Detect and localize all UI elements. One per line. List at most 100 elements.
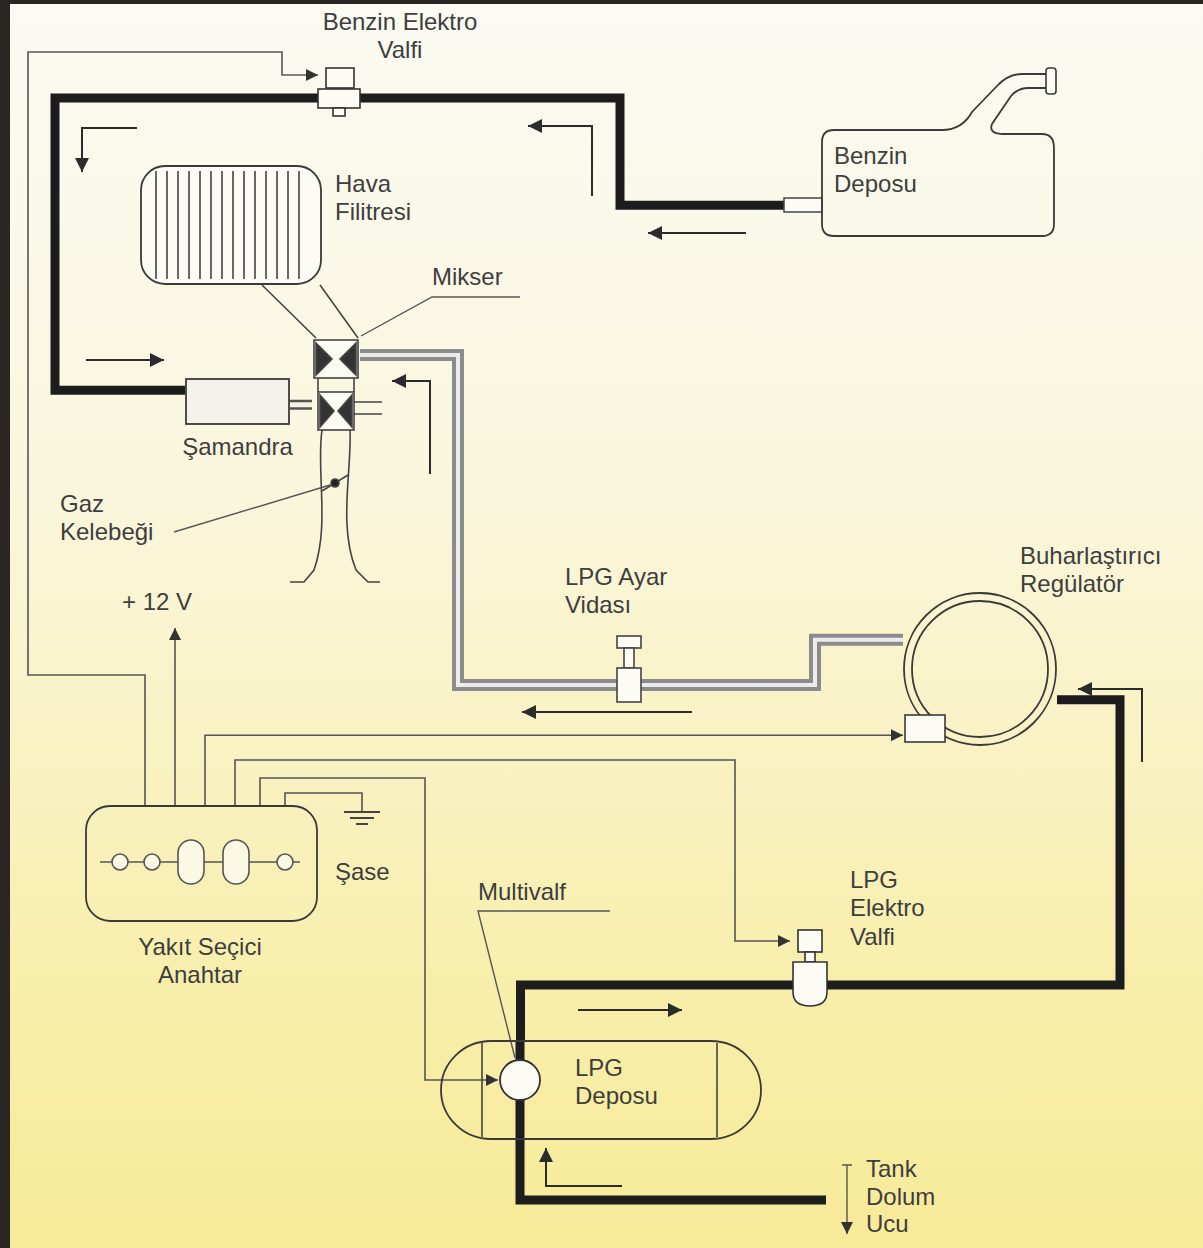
lpg-liquid-pipe-stroke bbox=[521, 700, 1121, 1040]
mixer-outline bbox=[312, 338, 360, 432]
petrol-electro-valve-part bbox=[318, 89, 360, 108]
text-holder: Şase bbox=[335, 858, 405, 886]
control-wire-stroke bbox=[205, 735, 903, 805]
petrol-feed-pipe-stroke bbox=[290, 402, 312, 407]
ground-label: Şase bbox=[335, 858, 405, 886]
carburettor-part bbox=[290, 430, 322, 582]
float-chamber-outline-part bbox=[186, 379, 289, 424]
adjusting-screw bbox=[617, 636, 641, 702]
air-filter-outline-part bbox=[298, 171, 300, 279]
air-filter-outline-part bbox=[254, 171, 256, 279]
mixer: Mikser bbox=[312, 338, 360, 432]
flow-arrows-part bbox=[1078, 689, 1142, 762]
petrol-pipe bbox=[55, 98, 822, 390]
air-filter-outline-part bbox=[265, 171, 267, 279]
switch-contacts-part bbox=[144, 854, 160, 870]
fuel-tank-outline-part bbox=[822, 74, 1054, 236]
vaporizer-regulator-outline-part bbox=[905, 715, 945, 742]
air-filter-outline-part bbox=[232, 171, 234, 279]
text-holder: Benzin Deposu bbox=[834, 142, 944, 199]
petrol-electro-valve bbox=[318, 68, 360, 116]
text-holder: Benzin Elektro Valfi bbox=[315, 8, 485, 65]
text-holder: Multivalf bbox=[478, 878, 588, 906]
carburettor-part bbox=[318, 378, 354, 392]
flow-arrows-part bbox=[82, 128, 137, 172]
text-holder: Şamandra bbox=[165, 433, 310, 461]
carburettor-part bbox=[320, 395, 352, 427]
lpg-electro-valve-part bbox=[793, 962, 827, 1006]
ground-symbol bbox=[344, 812, 380, 824]
electric-wires-part bbox=[235, 760, 790, 941]
air-filter-outline-part bbox=[221, 171, 223, 279]
switch-contacts bbox=[100, 840, 300, 884]
electric-wires bbox=[28, 52, 790, 1080]
carburettor-part bbox=[322, 475, 348, 491]
petrol-pipe-stroke bbox=[55, 98, 822, 390]
flow-arrows bbox=[82, 126, 1142, 1186]
electric-wires-part bbox=[174, 628, 176, 805]
ground-symbol-part bbox=[344, 812, 380, 824]
fuel-tank-outline-part bbox=[1046, 68, 1056, 94]
fuel-selector-switch: Yakıt Seçici Anahtar bbox=[85, 805, 318, 922]
pipes-and-wires bbox=[55, 98, 1120, 1040]
text-holder: LPG Elektro Valfi bbox=[850, 866, 950, 951]
lpg-tank: LPG Deposu bbox=[440, 1040, 762, 1140]
text-holder: LPG Deposu bbox=[575, 1054, 675, 1111]
lpg-gas-pipe-stroke bbox=[360, 355, 903, 685]
carburettor-part bbox=[314, 340, 358, 378]
tank-outlet bbox=[784, 198, 822, 212]
air-filter-outline-part bbox=[287, 171, 289, 279]
carburettor-part bbox=[262, 285, 358, 338]
air-filter-outline-part bbox=[155, 171, 157, 279]
leader-lines-part bbox=[478, 911, 610, 1058]
component-label: Buharlaştırıcı Regülatör bbox=[1020, 542, 1203, 599]
petrol-feed-pipe-stroke bbox=[290, 400, 312, 410]
voltage-label: + 12 V bbox=[122, 588, 217, 616]
switch-contacts-part bbox=[277, 854, 293, 870]
switch-contacts-part bbox=[178, 840, 204, 884]
float-chamber-outline bbox=[185, 378, 290, 425]
adjusting-screw-part bbox=[624, 648, 634, 668]
flow-arrows-part bbox=[546, 1148, 622, 1186]
component-label: Şamandra bbox=[165, 433, 310, 461]
photo-frame bbox=[0, 0, 1203, 4]
air-filter-outline-part bbox=[166, 171, 168, 279]
flow-arrows-part bbox=[528, 126, 592, 196]
petrol-electro-valve-part bbox=[326, 68, 354, 88]
leader-lines-part bbox=[174, 485, 330, 532]
switch-contacts-part bbox=[112, 854, 128, 870]
text-holder: Mikser bbox=[432, 263, 532, 291]
air-filter-outline-part bbox=[188, 171, 190, 279]
carburettor-part bbox=[318, 392, 354, 430]
flow-arrows-part bbox=[522, 711, 692, 713]
flow-arrows-part bbox=[392, 381, 430, 474]
fuel-selector-switch-outline bbox=[85, 805, 318, 922]
air-filter-outline-part bbox=[141, 166, 321, 284]
adjusting-screw-part bbox=[617, 668, 641, 702]
air-filter-outline-part bbox=[276, 171, 278, 279]
air-filter-outline bbox=[140, 165, 322, 285]
lpg-electro-valve bbox=[793, 930, 827, 1006]
component-label: Mikser bbox=[432, 263, 532, 291]
petrol-feed-pipe bbox=[290, 404, 312, 405]
vaporizer-regulator-outline bbox=[903, 592, 1057, 746]
part-label: LPG Ayar Vidası bbox=[565, 563, 725, 620]
text-holder: + 12 V bbox=[122, 588, 217, 616]
switch-contacts-part bbox=[223, 840, 249, 884]
multivalve bbox=[500, 1060, 540, 1100]
photo-frame bbox=[0, 0, 10, 1248]
component-label: Benzin Deposu bbox=[834, 142, 944, 199]
carburettor-part bbox=[354, 402, 382, 414]
carburettor-part bbox=[347, 430, 380, 582]
float-chamber: Şamandra bbox=[185, 378, 290, 425]
valve-label: Benzin Elektro Valfi bbox=[315, 8, 485, 65]
text-holder: Hava Filitresi bbox=[335, 170, 445, 227]
lpg-liquid-pipe bbox=[521, 700, 1121, 1040]
air-filter-outline-part bbox=[199, 171, 201, 279]
lpg-tank-outline-part bbox=[441, 1041, 761, 1139]
text-holder: Yakıt Seçici Anahtar bbox=[105, 933, 295, 990]
flow-arrows-part bbox=[648, 232, 746, 234]
text-holder: Buharlaştırıcı Regülatör bbox=[1020, 542, 1203, 599]
text-holder: Tank Dolum Ucu bbox=[866, 1155, 956, 1238]
